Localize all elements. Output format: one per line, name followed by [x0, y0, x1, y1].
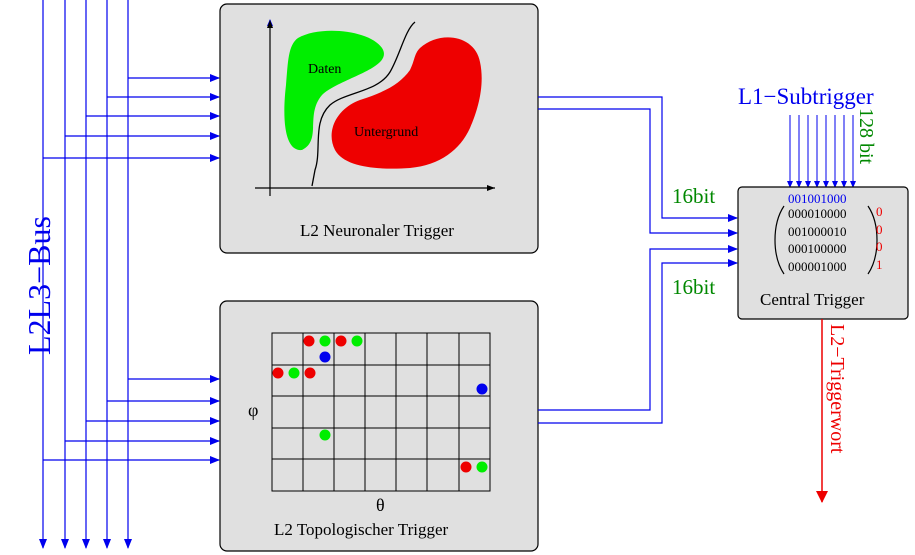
- matrix-row-3: 000100000: [788, 241, 847, 256]
- result-bit-2: 0: [876, 222, 883, 237]
- result-bit-4: 1: [876, 257, 883, 272]
- result-bit-1: 0: [876, 204, 883, 219]
- data-label: Daten: [308, 62, 341, 77]
- bus-taps-topological: [43, 375, 220, 464]
- topological-output-links: [538, 245, 738, 424]
- decision-boundary: [311, 21, 416, 187]
- neural-trigger-box: Daten Untergrund L2 Neuronaler Trigger: [219, 3, 539, 254]
- central-top-word: 001001000: [788, 191, 847, 206]
- topological-trigger-title: L2 Topologischer Trigger: [274, 520, 448, 539]
- bus-lines: [39, 0, 132, 549]
- lower-link-bits: 16bit: [672, 275, 715, 299]
- trigger-word-label: L2−Triggerwort: [826, 324, 848, 454]
- bus-label: L2L3−Bus: [21, 216, 57, 355]
- central-trigger-box: 001001000 000010000 001000010 000100000 …: [737, 186, 909, 320]
- background-region: [331, 37, 482, 169]
- central-trigger-title: Central Trigger: [760, 290, 865, 309]
- matrix-row-1: 000010000: [788, 206, 847, 221]
- topology-hits: [272, 335, 488, 473]
- matrix-row-4: 000001000: [788, 259, 847, 274]
- theta-axis-label: θ: [376, 495, 385, 515]
- phi-axis-label: φ: [248, 400, 258, 420]
- subtrigger-label: L1−Subtrigger: [738, 84, 874, 109]
- neural-output-links: [538, 96, 738, 237]
- neural-trigger-title: L2 Neuronaler Trigger: [300, 221, 454, 240]
- upper-link-bits: 16bit: [672, 184, 715, 208]
- result-bit-3: 0: [876, 239, 883, 254]
- subtrigger-bits: 128 bit: [855, 108, 877, 165]
- matrix-row-2: 001000010: [788, 224, 847, 239]
- data-region: [284, 30, 384, 151]
- subtrigger-lines: [787, 115, 856, 188]
- background-label: Untergrund: [354, 125, 418, 140]
- topological-trigger-box: φ θ L2 Topologischer Trigger: [219, 300, 539, 552]
- topology-grid: [271, 332, 491, 492]
- bus-taps-neural: [43, 74, 220, 162]
